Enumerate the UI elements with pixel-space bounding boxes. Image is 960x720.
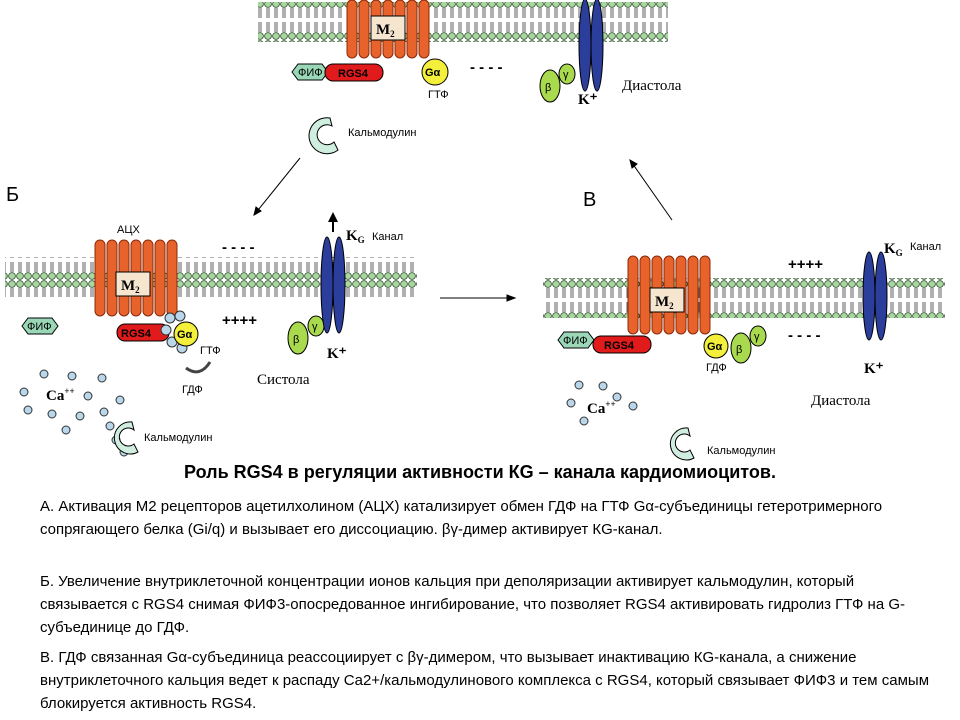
galpha-a: Gα [421, 58, 449, 86]
ca-label-c: Ca++ [587, 399, 616, 417]
kg-label-b: KG [346, 228, 365, 245]
panel-a: M2 ФИФ RGS4 Gα ГТФ - - - - β γ K⁺ Диасто… [258, 0, 682, 155]
svg-text:ФИФ: ФИФ [563, 335, 588, 347]
diastola-a: Диастола [622, 78, 682, 94]
cycle-arrows [253, 157, 673, 302]
beta-gamma-c: β γ [730, 325, 767, 364]
svg-text:RGS4: RGS4 [121, 328, 152, 340]
svg-text:M2: M2 [655, 294, 674, 311]
panel-c: M2 ФИФ RGS4 Gα β γ ГДФ ++++ - - - - KG К… [543, 241, 945, 461]
diastola-c: Диастола [811, 393, 871, 409]
ca-ions-c [566, 380, 638, 426]
kanal-label-b: Канал [372, 231, 403, 243]
minus-sign-a: - - - - [470, 59, 502, 76]
svg-text:β: β [545, 82, 551, 94]
k-plus-a: K⁺ [578, 92, 598, 108]
minus-sign-b: - - - - [222, 239, 254, 256]
plus-sign-c: ++++ [788, 256, 823, 273]
beta-gamma-a: β γ [539, 63, 576, 103]
kg-label-c: KG [884, 241, 903, 258]
kanal-label-c: Канал [910, 241, 941, 253]
ca-ions-b [19, 369, 129, 457]
caption-paragraph-c: В. ГДФ связанная Gα-субъединица реассоци… [40, 649, 930, 712]
svg-text:ФИФ: ФИФ [27, 321, 52, 333]
fif3-b: ФИФ [21, 317, 59, 335]
svg-text:RGS4: RGS4 [338, 68, 369, 80]
beta-gamma-b: β γ [287, 315, 325, 355]
svg-text:β: β [736, 344, 742, 356]
membrane-a [258, 2, 668, 42]
gdf-label-c: ГДФ [706, 362, 727, 374]
gtf-label-a: ГТФ [428, 89, 449, 101]
svg-text:γ: γ [754, 331, 760, 343]
svg-text:Gα: Gα [177, 329, 193, 341]
panel-b: АЦХ M2 ФИФ RGS4 Gα ++++ [5, 212, 417, 457]
rgs4-c: RGS4 [592, 335, 652, 354]
m2-receptor-b: M2 [94, 239, 178, 317]
fif3-a: ФИФ [291, 63, 329, 81]
rgs4-diagram: M2 ФИФ RGS4 Gα ГТФ - - - - β γ K⁺ Диасто… [5, 0, 945, 461]
svg-text:M2: M2 [121, 278, 140, 295]
svg-text:Gα: Gα [707, 341, 723, 353]
kg-channel-c [862, 251, 888, 341]
svg-text:M2: M2 [376, 22, 395, 39]
fif3-c: ФИФ [557, 331, 595, 349]
sistola-label: Систола [257, 372, 310, 388]
gtf-label-b: ГТФ [200, 345, 221, 357]
gdf-label-b: ГДФ [182, 384, 203, 396]
m2-receptor-c: M2 [627, 255, 711, 335]
gtp-gdp-arrow [185, 361, 212, 374]
k-plus-b: K⁺ [327, 346, 347, 362]
calmodulin-b: Кальмодулин [113, 421, 212, 455]
ca-label-b: Ca++ [46, 386, 75, 404]
galpha-b: Gα [173, 321, 199, 347]
acx-label: АЦХ [117, 224, 140, 236]
m2-receptor-a: M2 [346, 0, 430, 59]
plus-sign-b: ++++ [222, 312, 257, 329]
k-plus-c: K⁺ [864, 361, 884, 377]
svg-text:γ: γ [312, 321, 318, 333]
kg-channel-a [578, 0, 604, 92]
minus-sign-c: - - - - [788, 327, 820, 344]
svg-text:Кальмодулин: Кальмодулин [348, 127, 416, 139]
kg-channel-b [320, 212, 346, 334]
membrane-b [5, 257, 417, 297]
rgs4-a: RGS4 [324, 63, 384, 82]
svg-text:RGS4: RGS4 [604, 340, 635, 352]
galpha-c: Gα [703, 333, 729, 359]
svg-text:γ: γ [563, 69, 569, 81]
panel-letter-c: В [583, 189, 596, 211]
svg-text:β: β [293, 334, 299, 346]
panel-letter-b: Б [6, 184, 19, 206]
caption-paragraph-b: Б. Увеличение внутриклеточной концентрац… [40, 573, 905, 636]
svg-text:Кальмодулин: Кальмодулин [707, 445, 775, 457]
svg-text:ФИФ: ФИФ [298, 67, 323, 79]
caption-paragraph-a: А. Активация М2 рецепторов ацетилхолином… [40, 498, 883, 538]
calmodulin-c: Кальмодулин [669, 427, 775, 461]
caption-title: Роль RGS4 в регуляции активности КG – ка… [184, 462, 776, 482]
rgs4-b: RGS4 [116, 323, 170, 342]
calmodulin-a: Кальмодулин [308, 117, 416, 155]
svg-text:Кальмодулин: Кальмодулин [144, 432, 212, 444]
svg-text:Gα: Gα [425, 67, 441, 79]
